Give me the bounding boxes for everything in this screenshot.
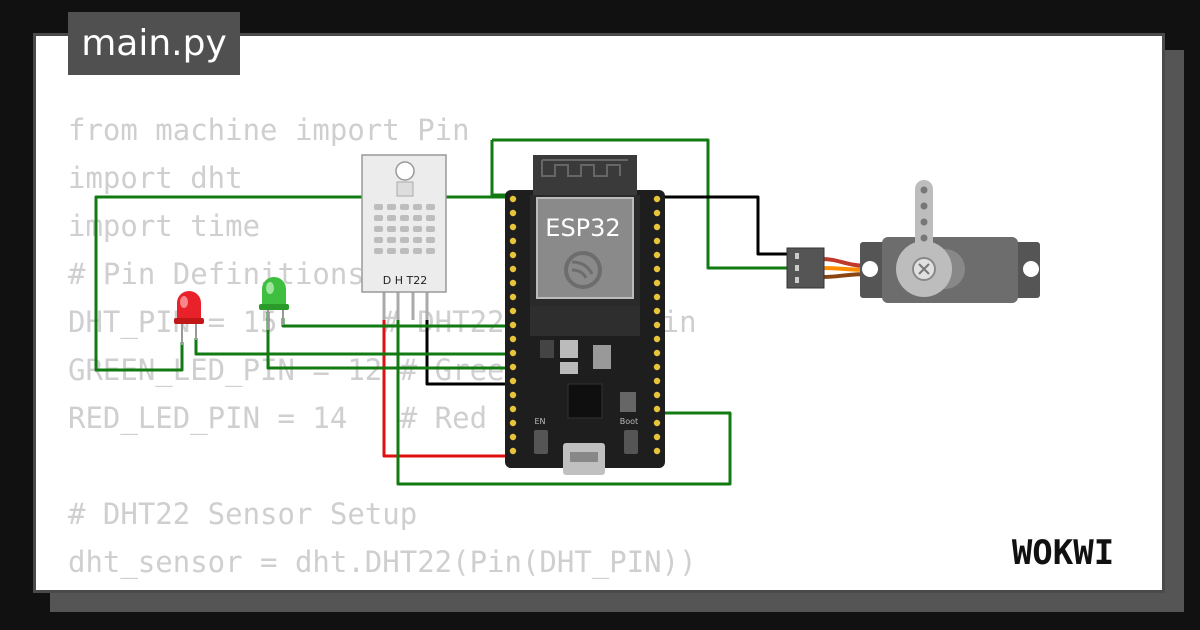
esp32-pin	[653, 363, 661, 371]
code-line: import dht	[68, 161, 243, 195]
dht-vent-slot	[400, 204, 409, 210]
code-line: # DHT22 Sensor Setup	[68, 497, 418, 531]
dht-vent-slot	[374, 248, 383, 254]
esp32-pin	[509, 209, 517, 217]
dht-vent-slot	[387, 237, 396, 243]
dht-vent-slot	[413, 248, 422, 254]
wokwi-logo-text: WOKWI	[1012, 533, 1114, 573]
esp32-pin	[653, 447, 661, 455]
esp32-pin	[653, 335, 661, 343]
dht-vent-grid	[374, 204, 435, 254]
wire-green-top-loop	[490, 140, 515, 197]
en-label: EN	[534, 417, 545, 426]
dht-vent-slot	[374, 215, 383, 221]
green-led[interactable]	[259, 277, 289, 330]
esp32-pin	[509, 377, 517, 385]
esp32-pin	[653, 433, 661, 441]
servo-motor[interactable]	[786, 180, 1040, 303]
dht-vent-slot	[400, 248, 409, 254]
dht-vent-slot	[387, 215, 396, 221]
esp32-pin	[509, 335, 517, 343]
dht-vent-slot	[426, 237, 435, 243]
esp32-pin	[509, 447, 517, 455]
esp32-pin	[653, 251, 661, 259]
esp32-pin	[509, 363, 517, 371]
dht-vent-slot	[387, 248, 396, 254]
file-tab[interactable]: main.py	[68, 12, 240, 75]
esp32-pin	[653, 349, 661, 357]
dht22-sensor[interactable]: D H T22	[361, 154, 447, 320]
wire-green-left	[94, 195, 515, 372]
esp32-pin	[653, 293, 661, 301]
dht-vent-slot	[426, 215, 435, 221]
esp32-pin	[653, 209, 661, 217]
esp32-pin	[653, 419, 661, 427]
code-line: from machine import Pin	[68, 113, 470, 147]
esp32-pins-right	[653, 195, 661, 455]
dht-vent-slot	[426, 204, 435, 210]
esp32-pins-left	[509, 195, 517, 455]
esp32-pin	[509, 223, 517, 231]
esp32-pin	[653, 405, 661, 413]
wire-green-dht-data	[396, 318, 732, 486]
dht-vent-slot	[387, 226, 396, 232]
esp32-pin	[653, 279, 661, 287]
esp32-label: ESP32	[545, 214, 620, 242]
esp32-pin	[653, 377, 661, 385]
dht-vent-slot	[400, 237, 409, 243]
wire-red-5v	[382, 318, 515, 458]
esp32-pin	[509, 307, 517, 315]
dht-vent-slot	[413, 237, 422, 243]
wokwi-logo: WOKWI	[1012, 533, 1114, 573]
esp32-pin	[653, 321, 661, 329]
dht-vent-slot	[374, 226, 383, 232]
esp32-pin	[509, 195, 517, 203]
esp32-pin	[509, 279, 517, 287]
esp32-pin	[509, 419, 517, 427]
esp32-pin	[509, 293, 517, 301]
dht-vent-slot	[400, 215, 409, 221]
wire-green-led-red	[194, 338, 515, 356]
wire-green-dht-esp	[492, 138, 792, 270]
dht-vent-slot	[400, 226, 409, 232]
esp32-pin	[509, 349, 517, 357]
esp32-pin	[509, 405, 517, 413]
dht-vent-slot	[387, 204, 396, 210]
dht-vent-slot	[426, 248, 435, 254]
esp32-pin	[509, 391, 517, 399]
dht-vent-slot	[426, 226, 435, 232]
esp32-pin	[653, 391, 661, 399]
code-line: import time	[68, 209, 261, 243]
esp32-pin	[653, 237, 661, 245]
esp32-board[interactable]: ESP32 EN Boot	[505, 155, 665, 475]
esp32-pin	[509, 433, 517, 441]
wire-black-servo-gnd	[655, 195, 792, 256]
wires	[94, 138, 792, 486]
esp32-pin	[653, 195, 661, 203]
esp32-pin	[509, 251, 517, 259]
dht-vent-slot	[374, 237, 383, 243]
esp32-pin	[509, 321, 517, 329]
dht-vent-slot	[413, 215, 422, 221]
boot-label: Boot	[620, 417, 638, 426]
red-led[interactable]	[174, 291, 204, 345]
dht-vent-slot	[413, 204, 422, 210]
esp32-pin	[509, 237, 517, 245]
dht-vent-slot	[413, 226, 422, 232]
esp32-pin	[509, 265, 517, 273]
wire-black-dht-gnd	[425, 318, 515, 386]
dht-label: D H T22	[383, 274, 427, 287]
esp32-pin	[653, 265, 661, 273]
esp32-pin	[653, 307, 661, 315]
esp32-pin	[653, 223, 661, 231]
dht-vent-slot	[374, 204, 383, 210]
code-line: dht_sensor = dht.DHT22(Pin(DHT_PIN))	[68, 545, 697, 579]
wire-green-led-green	[266, 312, 515, 370]
